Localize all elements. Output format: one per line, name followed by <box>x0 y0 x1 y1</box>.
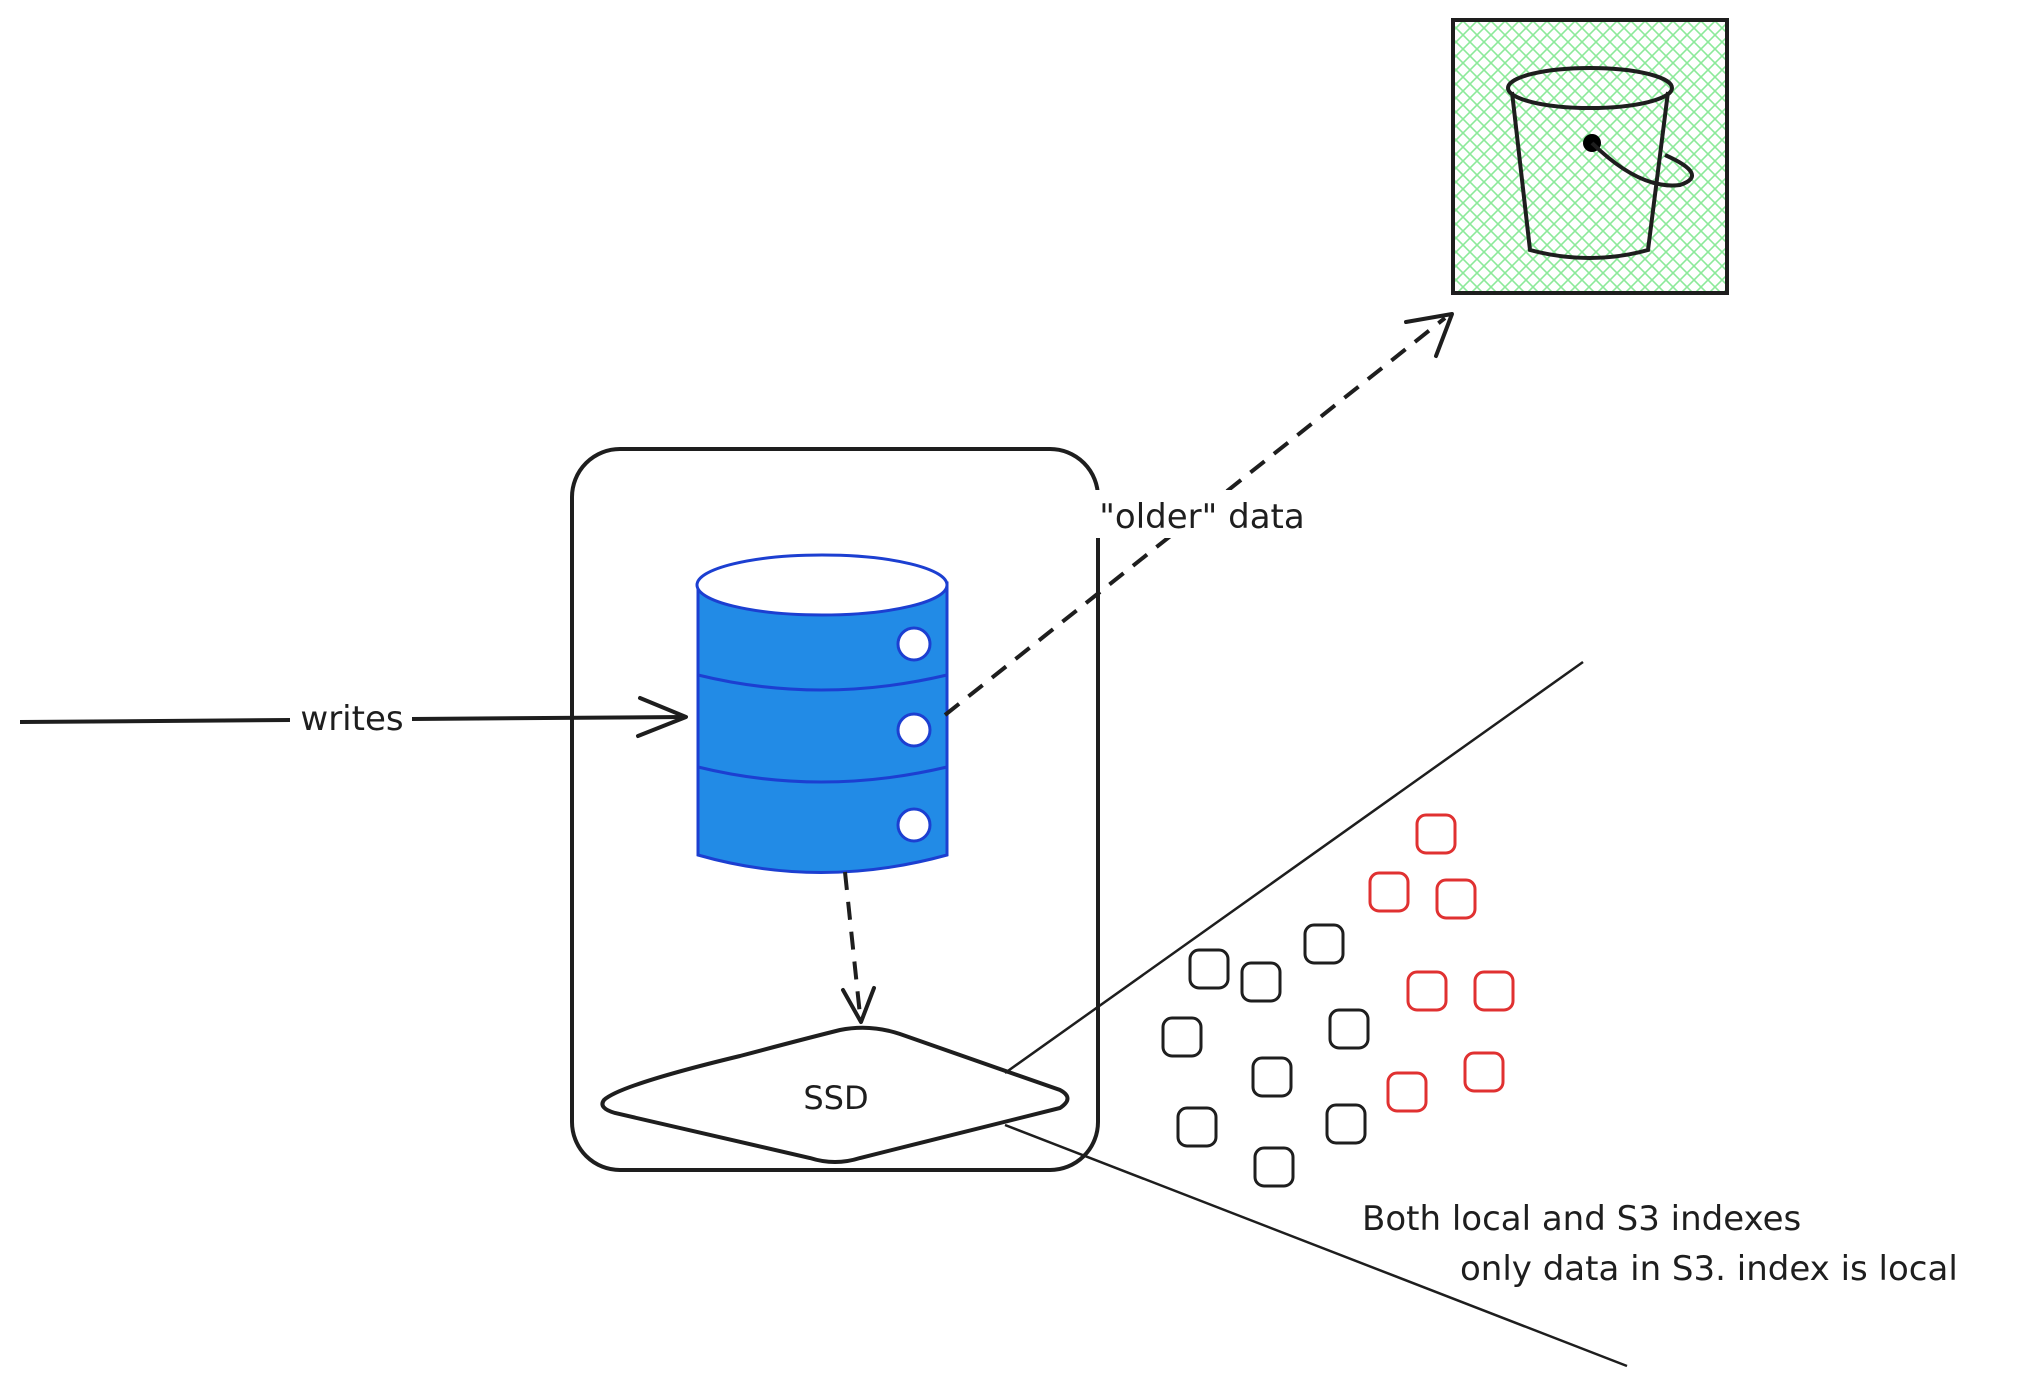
local-index-block <box>1328 1008 1370 1050</box>
local-index-block <box>1251 1056 1293 1098</box>
ssd-label: SSD <box>803 1079 868 1117</box>
ssd-diamond[interactable] <box>600 1025 1070 1164</box>
local-index-block <box>1325 1103 1367 1145</box>
index-blocks <box>1161 813 1515 1188</box>
s3-bucket-icon <box>1451 18 1729 295</box>
local-index-block <box>1176 1106 1218 1148</box>
tier-to-s3-arrow <box>943 312 1454 717</box>
s3-data-block <box>1415 813 1457 855</box>
older-data-label-bg <box>1080 490 1325 538</box>
s3-data-block <box>1463 1051 1505 1093</box>
zoom-line-upper <box>1004 660 1584 1075</box>
flush-to-ssd-arrow <box>841 871 876 1024</box>
writes-label: writes <box>300 699 403 739</box>
local-index-block <box>1188 948 1230 990</box>
server-box[interactable] <box>570 447 1100 1172</box>
s3-data-block <box>1406 970 1448 1012</box>
local-index-block <box>1303 923 1345 965</box>
writes-arrow <box>19 696 688 738</box>
older-data-label: "older" data <box>1099 497 1304 537</box>
note-line-2: only data in S3. index is local <box>1460 1249 1958 1289</box>
s3-data-block <box>1473 970 1515 1012</box>
local-index-block <box>1161 1016 1203 1058</box>
s3-data-block <box>1435 878 1477 920</box>
s3-data-block <box>1368 871 1410 913</box>
note-line-1: Both local and S3 indexes <box>1362 1199 1801 1239</box>
zoom-line-lower <box>1004 1123 1628 1368</box>
local-index-block <box>1253 1146 1295 1188</box>
s3-data-block <box>1386 1071 1428 1113</box>
database-icon <box>695 553 949 874</box>
local-index-block <box>1240 961 1282 1003</box>
